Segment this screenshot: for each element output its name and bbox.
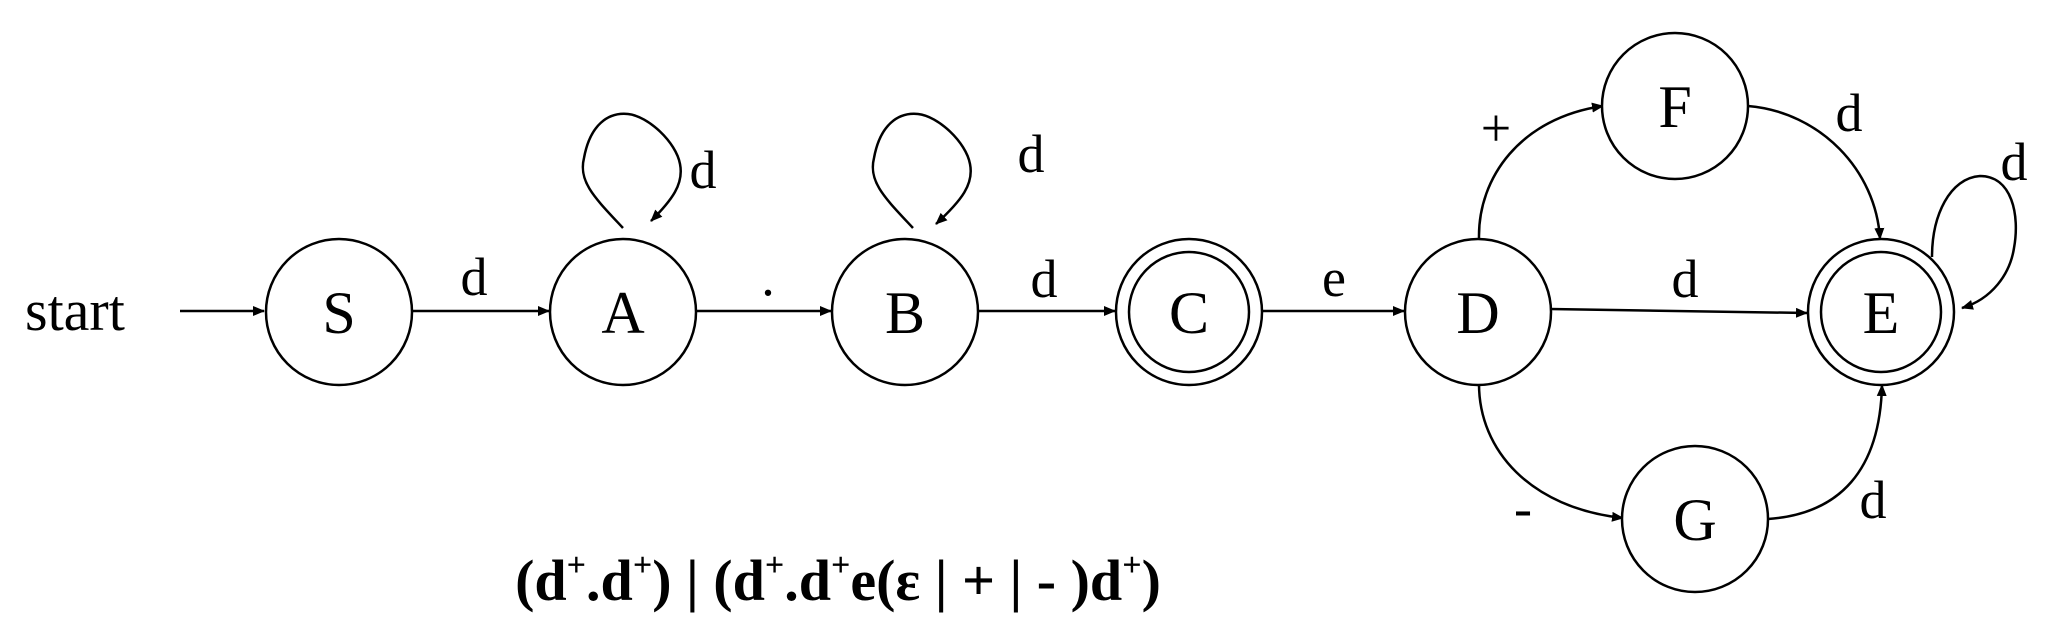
self-loop-a bbox=[581, 112, 682, 229]
edge-label-f-e: d bbox=[1836, 83, 1863, 143]
state-f: F bbox=[1600, 31, 1750, 181]
self-loop-b bbox=[871, 112, 972, 229]
state-e-label: E bbox=[1863, 280, 1900, 346]
edge-label-g-e: d bbox=[1860, 470, 1887, 530]
edge-g-e bbox=[1767, 384, 1887, 521]
edge-d-e bbox=[1549, 307, 1808, 318]
self-loop-e bbox=[1930, 174, 2018, 310]
edge-label-d-f: + bbox=[1481, 98, 1511, 158]
state-g-label: G bbox=[1673, 487, 1716, 553]
edge-label-d-e: d bbox=[1672, 249, 1699, 309]
regex-caption: (d+.d+) | (d+.d+e(ε | + | - )d+) bbox=[515, 547, 1161, 613]
state-s-label: S bbox=[322, 280, 355, 346]
edge-label-b-b: d bbox=[1018, 124, 1045, 184]
edge-d-g bbox=[1477, 383, 1624, 522]
state-f-label: F bbox=[1658, 74, 1691, 140]
start-label: start bbox=[25, 278, 125, 343]
state-a-label: A bbox=[601, 280, 644, 346]
state-g: G bbox=[1620, 444, 1770, 594]
edge-label-d-g: - bbox=[1514, 478, 1532, 538]
edge-label-b-c: d bbox=[1031, 249, 1058, 309]
edge-label-s-a: d bbox=[461, 247, 488, 307]
state-c: C bbox=[1114, 237, 1264, 387]
edge-label-e-e: d bbox=[2001, 132, 2028, 192]
state-b-label: B bbox=[885, 280, 925, 346]
edge-f-e bbox=[1747, 104, 1885, 240]
state-s: S bbox=[264, 237, 414, 387]
state-e: E bbox=[1806, 237, 1956, 387]
state-d: D bbox=[1403, 237, 1553, 387]
edge-label-a-b: . bbox=[761, 247, 775, 307]
state-b: B bbox=[830, 237, 980, 387]
edge-label-a-a: d bbox=[690, 140, 717, 200]
edge-d-f bbox=[1477, 102, 1604, 239]
state-a: A bbox=[548, 237, 698, 387]
state-c-label: C bbox=[1169, 280, 1209, 346]
edge-label-c-d: e bbox=[1322, 248, 1346, 308]
state-d-label: D bbox=[1456, 280, 1499, 346]
